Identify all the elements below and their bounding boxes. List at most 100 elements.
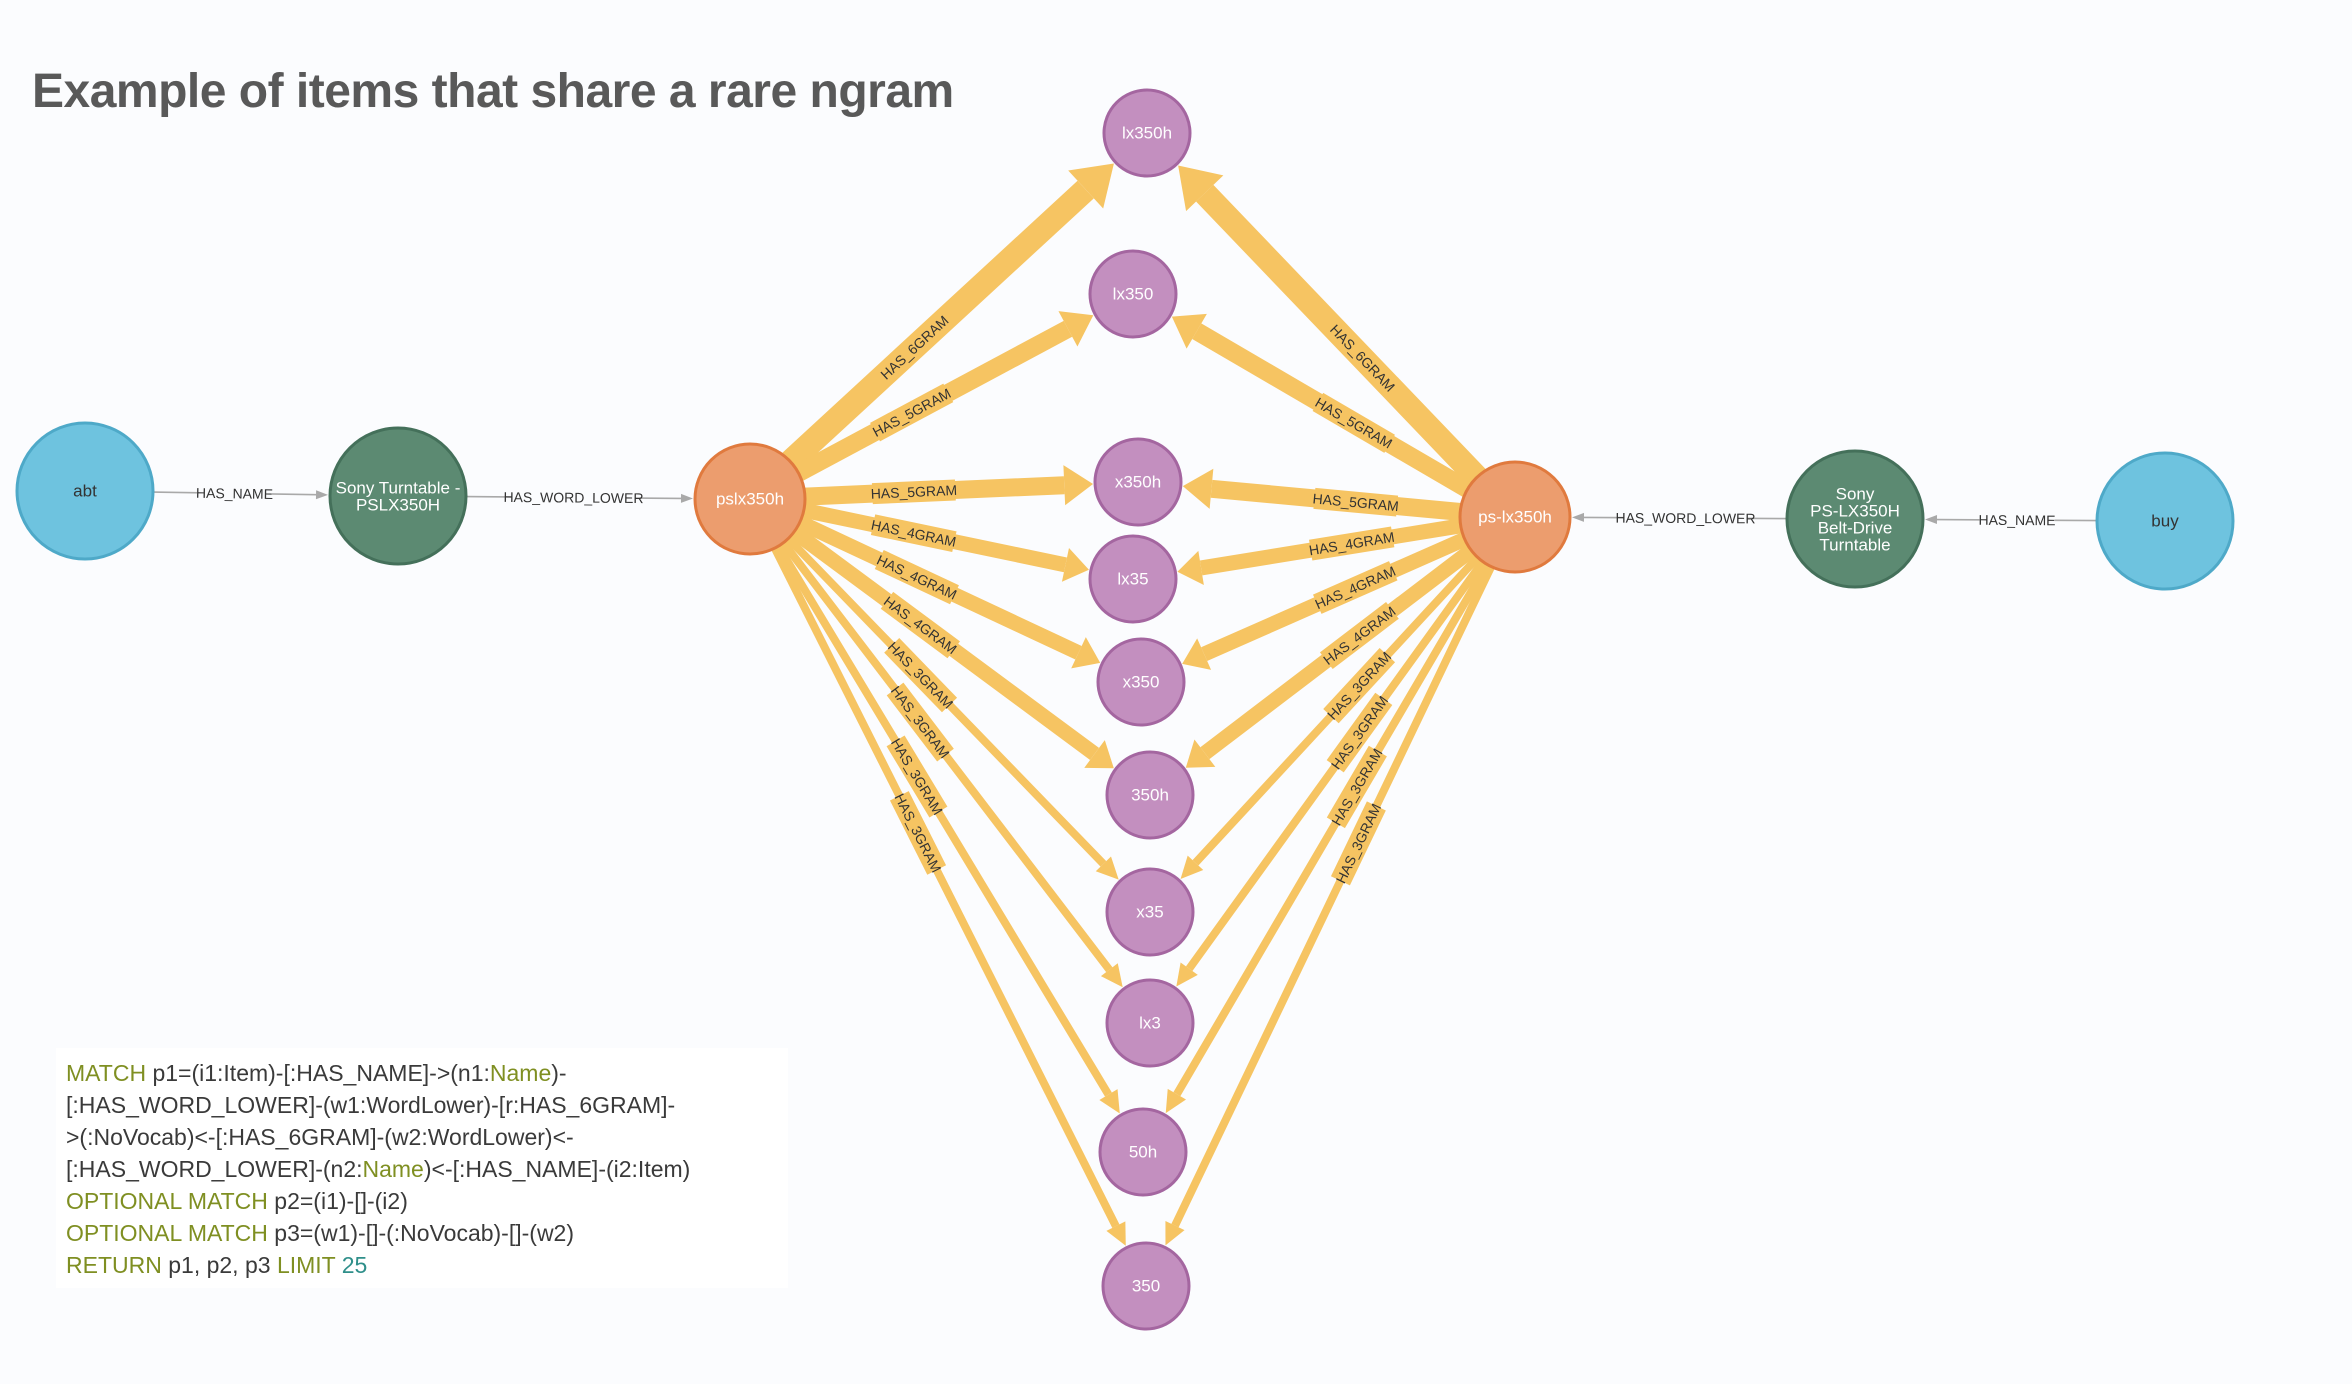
node-lx35[interactable]: lx35 <box>1088 534 1178 624</box>
diagram-title: Example of items that share a rare ngram <box>32 65 954 118</box>
query-text: )- <box>551 1060 567 1086</box>
node-x350[interactable]: x350 <box>1096 637 1186 727</box>
node-abt[interactable]: abt <box>15 421 155 561</box>
node-50h[interactable]: 50h <box>1098 1107 1188 1197</box>
edge-label-group: HAS_5GRAM <box>1312 487 1399 517</box>
ngram-node-circle <box>1105 867 1195 957</box>
edge-w1-g3[interactable]: HAS_5GRAM <box>804 465 1094 506</box>
edge-label-bg <box>870 514 957 552</box>
query-line: MATCH p1=(i1:Item)-[:HAS_NAME]->(n1:Name… <box>66 1057 778 1089</box>
edge-label-group: HAS_WORD_LOWER <box>503 486 644 509</box>
ngram-node-circle <box>1102 88 1192 178</box>
arrowhead-icon <box>1180 855 1204 879</box>
query-keyword: OPTIONAL MATCH <box>66 1188 268 1214</box>
node-label: 350 <box>1132 1277 1160 1296</box>
query-text: p1, p2, p3 <box>161 1252 277 1278</box>
query-keyword: LIMIT <box>276 1252 336 1278</box>
edge-label-group: HAS_5GRAM <box>1312 392 1395 453</box>
node-pslx350h[interactable]: pslx350h <box>693 442 807 556</box>
node-lx350[interactable]: lx350 <box>1088 249 1178 339</box>
edge-label-bg <box>196 482 273 505</box>
edge-line <box>1173 562 1491 1097</box>
edge-label-bg <box>1330 801 1386 886</box>
edge-label-bg <box>1323 648 1396 724</box>
node-350h[interactable]: 350h <box>1105 750 1195 840</box>
name-node-circle <box>328 426 468 566</box>
edge-label: HAS_6GRAM <box>877 312 951 382</box>
edge-w1-g2[interactable]: HAS_5GRAM <box>794 311 1094 481</box>
ngram-node-circle <box>1093 437 1183 527</box>
edge-abt-name1[interactable]: HAS_NAME <box>152 482 329 505</box>
arrowhead-icon <box>1182 638 1212 670</box>
edge-label-bg <box>1623 507 1748 529</box>
edge-line <box>771 546 1120 1228</box>
ngram-node-circle <box>1105 978 1195 1068</box>
node-ps-lx350h[interactable]: ps-lx350h <box>1458 460 1572 574</box>
edge-label-group: HAS_4GRAM <box>870 514 958 552</box>
edge-w1-g8[interactable]: HAS_3GRAM <box>780 540 1123 988</box>
edge-label-bg <box>511 486 636 509</box>
edge-label-bg <box>1319 602 1399 670</box>
arrowhead-icon <box>1071 637 1101 669</box>
arrowhead-icon <box>680 493 694 503</box>
edge-line <box>780 540 1113 973</box>
node-label: buy <box>2151 512 2179 531</box>
arrowhead-icon <box>1100 963 1123 988</box>
arrowhead-icon <box>1182 468 1214 509</box>
query-text: p2=(i1)-[]-(i2) <box>267 1188 408 1214</box>
edge-w2-g1[interactable]: HAS_6GRAM <box>1178 165 1486 486</box>
node-label-line: PSLX350H <box>356 495 440 514</box>
arrowhead-icon <box>1924 515 1938 525</box>
item-node-circle <box>2095 451 2235 591</box>
edge-name2-w2[interactable]: HAS_WORD_LOWER <box>1571 507 1788 529</box>
word-node-circle <box>693 442 807 556</box>
edge-name1-w1[interactable]: HAS_WORD_LOWER <box>465 486 694 509</box>
query-text: p3=(w1)-[]-(:NoVocab)-[]-(w2) <box>267 1220 575 1246</box>
edge-buy-name2[interactable]: HAS_NAME <box>1924 509 2098 531</box>
node-label: x35 <box>1136 903 1163 922</box>
arrowhead-icon <box>1177 550 1204 585</box>
edge-label-bg <box>880 591 960 659</box>
edge-w2-g4[interactable]: HAS_4GRAM <box>1177 518 1462 585</box>
edge-label: HAS_WORD_LOWER <box>503 489 643 506</box>
edge-w2-g2[interactable]: HAS_5GRAM <box>1171 313 1473 498</box>
edge-label: HAS_5GRAM <box>1312 394 1395 451</box>
query-line: [:HAS_WORD_LOWER]-(n2:Name)<-[:HAS_NAME]… <box>66 1153 778 1185</box>
edge-label-bg <box>1312 392 1395 453</box>
node-350[interactable]: 350 <box>1101 1241 1191 1331</box>
node-x350h[interactable]: x350h <box>1093 437 1183 527</box>
edge-label-bg <box>884 638 958 713</box>
edge-w2-g8[interactable]: HAS_3GRAM <box>1176 559 1487 987</box>
edge-label-group: HAS_6GRAM <box>1326 320 1399 396</box>
node-lx3[interactable]: lx3 <box>1105 978 1195 1068</box>
node-sony-turntable-pslx350h[interactable]: Sony Turntable -PSLX350H <box>328 426 468 566</box>
edge-label: HAS_WORD_LOWER <box>1615 510 1755 527</box>
edge-label-bg <box>876 311 953 384</box>
edge-label-bg <box>871 479 956 505</box>
node-layer: abt Sony Turntable -PSLX350H pslx350h ps-lx… <box>15 88 2235 1331</box>
query-line: [:HAS_WORD_LOWER]-(w1:WordLower)-[r:HAS_… <box>66 1089 778 1121</box>
node-label: 50h <box>1129 1143 1157 1162</box>
edge-w2-g3[interactable]: HAS_5GRAM <box>1182 468 1462 521</box>
query-keyword: Name <box>362 1156 424 1182</box>
edge-label-bg <box>1326 745 1387 829</box>
query-line: OPTIONAL MATCH p2=(i1)-[]-(i2) <box>66 1185 778 1217</box>
ngram-node-circle <box>1098 1107 1188 1197</box>
arrowhead-icon <box>1058 311 1094 347</box>
edge-label-group: HAS_NAME <box>196 482 273 505</box>
arrowhead-icon <box>1185 739 1216 768</box>
edge-label: HAS_5GRAM <box>870 482 957 502</box>
node-x35[interactable]: x35 <box>1105 867 1195 957</box>
edge-label: HAS_6GRAM <box>1327 321 1398 394</box>
edge-label-group: HAS_5GRAM <box>870 479 957 505</box>
node-label: Sony Turntable -PSLX350H <box>336 478 461 514</box>
arrowhead-icon <box>1099 1089 1120 1114</box>
node-label: ps-lx350h <box>1478 508 1552 527</box>
arrowhead-icon <box>1165 1221 1185 1246</box>
node-lx350h[interactable]: lx350h <box>1102 88 1192 178</box>
query-text: [:HAS_WORD_LOWER]-(n2: <box>66 1156 363 1182</box>
node-buy[interactable]: buy <box>2095 451 2235 591</box>
arrowhead-icon <box>1176 962 1198 987</box>
